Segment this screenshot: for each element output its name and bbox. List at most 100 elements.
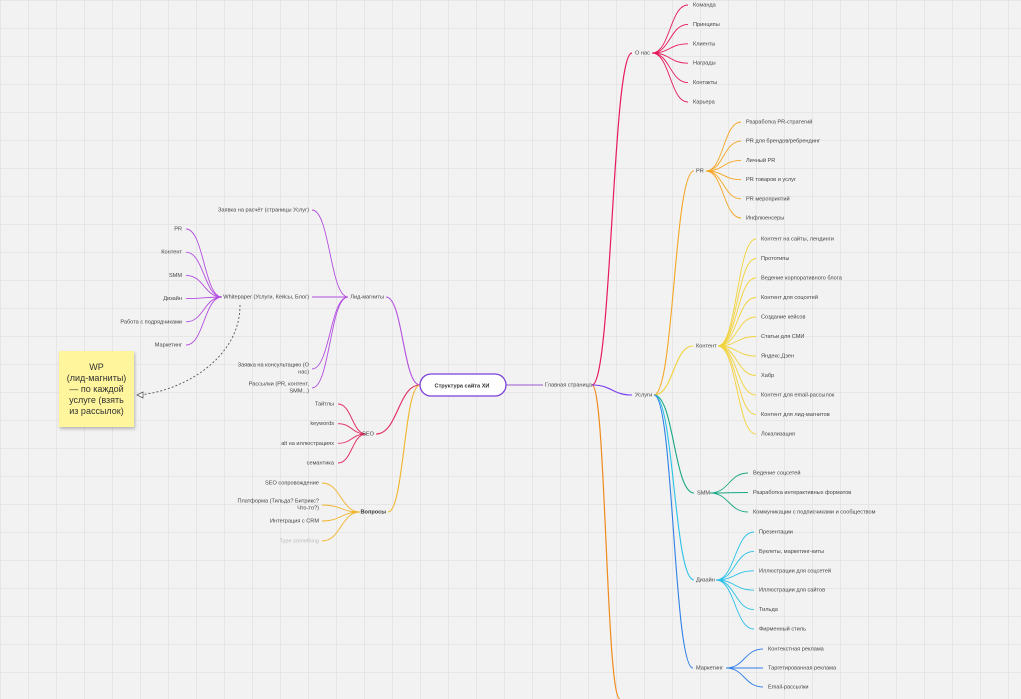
pr-item[interactable]: Инфлюенсеры xyxy=(746,215,784,221)
connector-line xyxy=(717,277,757,347)
connector-line xyxy=(709,472,749,494)
content-item[interactable]: Контент для лид-магнитов xyxy=(761,412,830,418)
connector-line xyxy=(717,336,757,347)
content-item[interactable]: Контент для соцсетей xyxy=(761,294,818,301)
smm-item[interactable]: Ведение соцсетей xyxy=(753,469,801,476)
whitepaper-item[interactable]: SMM xyxy=(169,273,182,279)
connector-line xyxy=(709,492,749,494)
design-item[interactable]: Иллюстрации для соцсетей xyxy=(759,567,831,574)
connector-line xyxy=(591,52,633,386)
question-item[interactable]: Интеграция с CRM xyxy=(270,518,319,524)
lead-magnet-item[interactable]: Рассылки (PR, контент,SMM...) xyxy=(249,382,310,395)
connector-line xyxy=(717,345,757,396)
smm-item[interactable]: Коммуникации с подписчиками и сообщество… xyxy=(753,509,876,515)
connector-line xyxy=(725,648,764,669)
about-node[interactable]: О нас xyxy=(635,50,650,56)
connector-line xyxy=(311,209,349,298)
pr-item[interactable]: Разработка PR-стратегий xyxy=(746,118,812,125)
questions-node[interactable]: Вопросы xyxy=(361,509,387,515)
connector-line xyxy=(653,394,695,581)
pr-item[interactable]: Личный PR xyxy=(746,157,775,164)
question-item[interactable]: SEO сопровождение xyxy=(265,480,319,486)
lead-magnets-node[interactable]: Лид-магниты xyxy=(350,294,384,300)
seo-node[interactable]: SEO xyxy=(362,431,374,437)
connector-line xyxy=(717,345,757,415)
design-item[interactable]: Иллюстрации для сайтов xyxy=(759,587,825,594)
root-node[interactable]: Структура сайта ХИ xyxy=(435,382,490,389)
connector-line xyxy=(321,511,361,542)
design-item[interactable]: Буклеты, маркетинг-киты xyxy=(759,549,824,555)
connector-line xyxy=(705,170,742,219)
pr-node[interactable]: PR xyxy=(696,168,704,174)
whitepaper-item[interactable]: Контент xyxy=(161,250,182,256)
services-node[interactable]: Услуги xyxy=(635,392,652,398)
marketing-item[interactable]: Контекстная реклама xyxy=(768,646,825,652)
design-node[interactable]: Дизайн xyxy=(696,576,715,583)
smm-node[interactable]: SMM xyxy=(697,490,710,496)
content-item[interactable]: Хабр xyxy=(761,373,774,379)
connector-line xyxy=(709,492,749,513)
marketing-node[interactable]: Маркетинг xyxy=(696,665,723,671)
content-item[interactable]: Яндекс.Дзен xyxy=(761,353,794,359)
marketing-item[interactable]: Email-рассылки xyxy=(768,684,809,690)
pr-item[interactable]: PR для брендов/ребрендинг xyxy=(746,139,820,145)
pr-item[interactable]: PR мероприятий xyxy=(746,195,790,202)
connector-line xyxy=(337,433,367,464)
connector-line xyxy=(653,345,694,396)
about-item[interactable]: Награды xyxy=(693,61,716,67)
seo-item[interactable]: alt на иллюстрациях xyxy=(281,441,334,447)
content-item[interactable]: Локализация xyxy=(761,431,795,437)
content-node[interactable]: Контент xyxy=(696,343,717,349)
connector-line xyxy=(715,570,755,581)
design-item[interactable]: Тильда xyxy=(759,607,779,613)
connector-line xyxy=(705,140,742,172)
main-page-node[interactable]: Главная страница xyxy=(545,382,593,388)
connector-line xyxy=(651,52,689,103)
about-item[interactable]: Принципы xyxy=(693,22,720,28)
content-item[interactable]: Прототипы xyxy=(761,256,789,262)
question-item[interactable]: Платформа (Тильда? Битрикс?Что-то?) xyxy=(237,499,319,512)
content-item[interactable]: Статьи для СМИ xyxy=(761,334,804,340)
connector-line xyxy=(653,394,694,669)
connector-line xyxy=(385,296,421,386)
connector-line xyxy=(185,251,223,298)
content-item[interactable]: Создание кейсов xyxy=(761,313,805,320)
seo-item[interactable]: Тайтлы xyxy=(315,400,334,407)
design-item[interactable]: Фирменный стиль xyxy=(759,625,806,632)
whitepaper-item[interactable]: Дизайн xyxy=(163,295,182,302)
lead-magnet-item[interactable]: Whitepaper (Услуги, Кейсы, Блог) xyxy=(223,293,309,300)
connector-line xyxy=(653,394,695,494)
question-item[interactable]: Type something xyxy=(280,538,320,544)
connector-line xyxy=(591,384,621,699)
about-item[interactable]: Карьера xyxy=(693,99,716,105)
content-item[interactable]: Контент на сайты, лендинги xyxy=(761,235,834,242)
about-item[interactable]: Команда xyxy=(693,2,717,8)
whitepaper-item[interactable]: Работа с подрядчиками xyxy=(120,319,182,325)
smm-item[interactable]: Разработка интерактивных форматов xyxy=(753,490,851,496)
content-item[interactable]: Ведение корпоративного блога xyxy=(761,275,843,281)
dashed-connector xyxy=(137,304,241,396)
design-item[interactable]: Презентации xyxy=(759,529,793,535)
lead-magnet-item[interactable]: Заявка на расчёт (страницы Услуг) xyxy=(218,207,309,213)
about-item[interactable]: Клиенты xyxy=(693,41,715,47)
connector-line xyxy=(717,297,757,347)
root-node-box[interactable] xyxy=(419,373,507,397)
pr-item[interactable]: PR товаров и услуг xyxy=(746,177,796,183)
whitepaper-item[interactable]: Маркетинг xyxy=(155,342,182,348)
marketing-item[interactable]: Таргетированная реклама xyxy=(768,665,837,671)
seo-item[interactable]: keywords xyxy=(310,421,334,427)
whitepaper-item[interactable]: PR xyxy=(174,226,182,232)
content-item[interactable]: Контент для email-рассылок xyxy=(761,392,835,398)
connector-line xyxy=(591,384,633,396)
connector-line xyxy=(705,159,742,172)
connector-line xyxy=(651,4,689,54)
connector-line xyxy=(715,531,755,581)
sticky-note[interactable]: WP (лид-магниты) — по каждой услуге (взя… xyxy=(59,351,134,427)
about-item[interactable]: Контакты xyxy=(693,80,717,86)
seo-item[interactable]: семантика xyxy=(307,460,335,466)
connector-line xyxy=(715,550,755,581)
connector-line xyxy=(185,274,223,298)
